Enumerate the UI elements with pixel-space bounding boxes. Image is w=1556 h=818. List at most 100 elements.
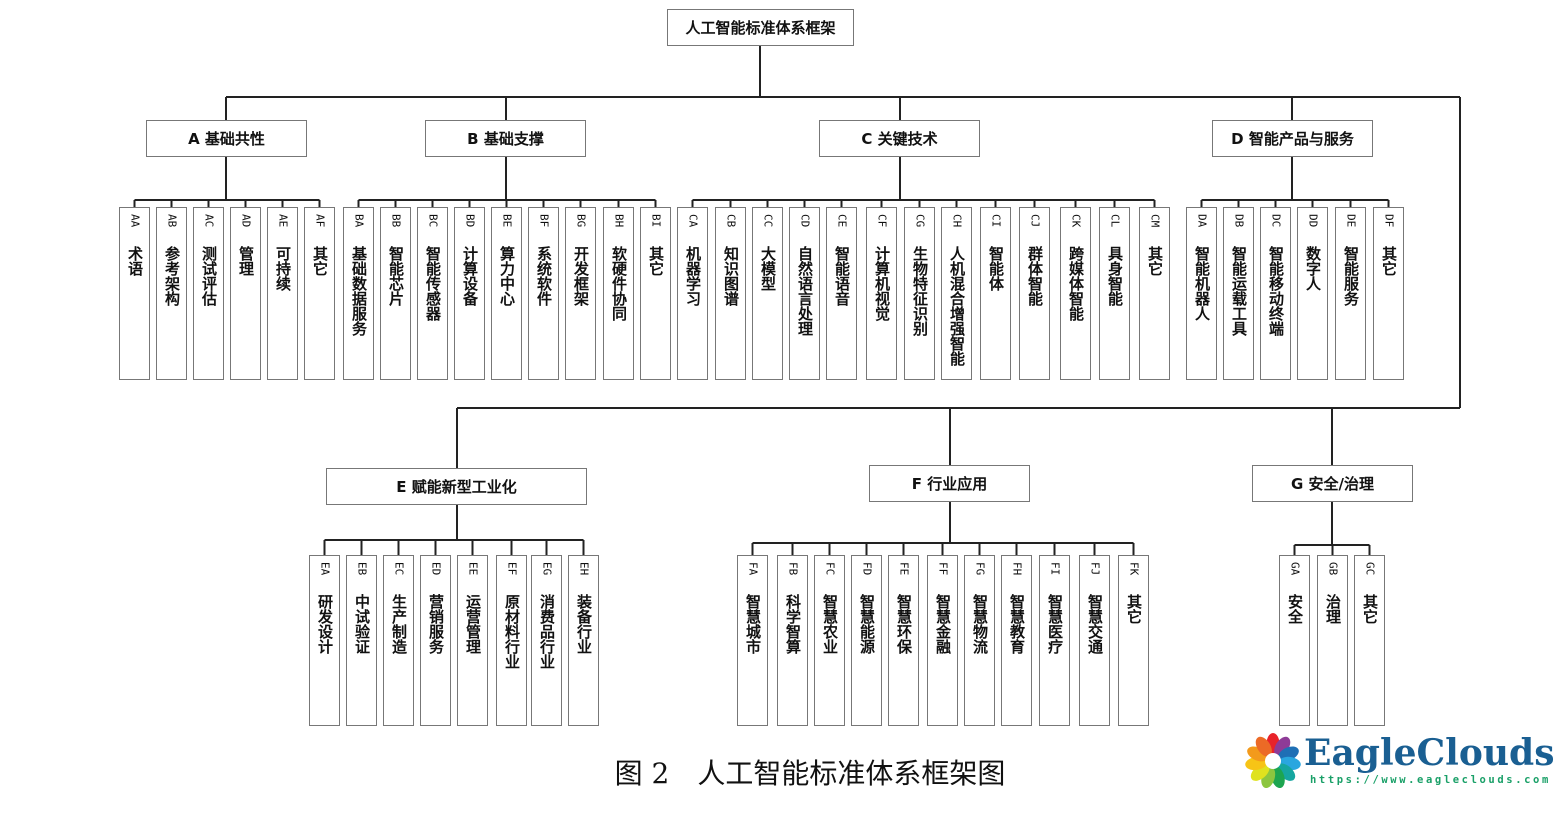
leaf-label: 智能芯片 xyxy=(387,246,405,306)
root-node: 人工智能标准体系框架 xyxy=(667,9,854,46)
leaf-label: 人机混合增强智能 xyxy=(948,246,966,366)
leaf-node-db: DB 智能运载工具 xyxy=(1223,207,1254,380)
leaf-label: 运营管理 xyxy=(464,594,482,654)
leaf-code: FI xyxy=(1048,562,1062,576)
leaf-label: 参考架构 xyxy=(163,246,181,306)
leaf-label: 其它 xyxy=(1361,594,1379,624)
leaf-node-cd: CD 自然语言处理 xyxy=(789,207,820,380)
leaf-code: EB xyxy=(355,562,369,576)
leaf-code: FD xyxy=(860,562,874,576)
leaf-label: 知识图谱 xyxy=(722,246,740,306)
leaf-code: BB xyxy=(389,214,403,228)
leaf-code: FH xyxy=(1010,562,1024,576)
leaf-label: 生物特征识别 xyxy=(911,246,929,336)
category-c-label: C 关键技术 xyxy=(861,130,938,148)
category-e-label: E 赋能新型工业化 xyxy=(396,478,517,496)
leaf-code: CI xyxy=(989,214,1003,228)
leaf-label: 跨媒体智能 xyxy=(1067,246,1085,321)
leaf-label: 计算设备 xyxy=(461,246,479,306)
leaf-label: 智慧能源 xyxy=(858,594,876,654)
leaf-label: 数字人 xyxy=(1304,246,1322,291)
leaf-code: BE xyxy=(500,214,514,228)
leaf-code: GB xyxy=(1326,562,1340,576)
leaf-node-cg: CG 生物特征识别 xyxy=(904,207,935,380)
leaf-code: BH xyxy=(612,214,626,228)
leaf-code: BC xyxy=(426,214,440,228)
leaf-code: CG xyxy=(913,214,927,228)
leaf-label: 研发设计 xyxy=(316,594,334,654)
leaf-code: AA xyxy=(128,214,142,228)
flower-logo-icon xyxy=(1245,733,1301,789)
leaf-code: CD xyxy=(798,214,812,228)
leaf-node-bd: BD 计算设备 xyxy=(454,207,485,380)
leaf-label: 原材料行业 xyxy=(503,594,521,669)
root-node-label: 人工智能标准体系框架 xyxy=(685,19,836,37)
leaf-label: 智能运载工具 xyxy=(1230,246,1248,336)
leaf-label: 自然语言处理 xyxy=(796,246,814,336)
leaf-label: 测试评估 xyxy=(200,246,218,306)
leaf-node-fg: FG 智慧物流 xyxy=(964,555,995,726)
category-f-header: F 行业应用 xyxy=(869,465,1030,502)
category-a-label: A 基础共性 xyxy=(188,130,265,148)
leaf-code: BA xyxy=(352,214,366,228)
leaf-code: AE xyxy=(276,214,290,228)
leaf-code: BD xyxy=(463,214,477,228)
leaf-code: DD xyxy=(1306,214,1320,228)
leaf-label: 术语 xyxy=(126,246,144,276)
leaf-code: FG xyxy=(973,562,987,576)
leaf-node-fd: FD 智慧能源 xyxy=(851,555,882,726)
leaf-node-fe: FE 智慧环保 xyxy=(888,555,919,726)
leaf-label: 智慧物流 xyxy=(971,594,989,654)
watermark-logo: EagleClouds https://www.eagleclouds.com xyxy=(1244,732,1554,792)
leaf-label: 算力中心 xyxy=(498,246,516,306)
figure-caption: 图 2 人工智能标准体系框架图 xyxy=(614,757,1006,790)
leaf-label: 其它 xyxy=(1125,594,1143,624)
leaf-label: 智慧环保 xyxy=(895,594,913,654)
category-b-header: B 基础支撑 xyxy=(425,120,586,157)
leaf-code: BF xyxy=(537,214,551,228)
leaf-label: 软硬件协同 xyxy=(610,246,628,321)
leaf-code: DA xyxy=(1195,214,1209,228)
leaf-code: DB xyxy=(1232,214,1246,228)
leaf-label: 其它 xyxy=(1380,246,1398,276)
leaf-label: 基础数据服务 xyxy=(350,246,368,336)
leaf-label: 智慧城市 xyxy=(744,594,762,654)
leaf-label: 智能语音 xyxy=(833,246,851,306)
leaf-label: 其它 xyxy=(1146,246,1164,276)
category-a-header: A 基础共性 xyxy=(146,120,307,157)
category-e-header: E 赋能新型工业化 xyxy=(326,468,587,505)
leaf-label: 智能体 xyxy=(987,246,1005,291)
leaf-code: BG xyxy=(574,214,588,228)
leaf-node-aa: AA 术语 xyxy=(119,207,150,380)
leaf-code: FJ xyxy=(1088,562,1102,576)
leaf-code: FE xyxy=(897,562,911,576)
leaf-node-bh: BH 软硬件协同 xyxy=(603,207,634,380)
leaf-code: EA xyxy=(318,562,332,576)
leaf-label: 生产制造 xyxy=(390,594,408,654)
